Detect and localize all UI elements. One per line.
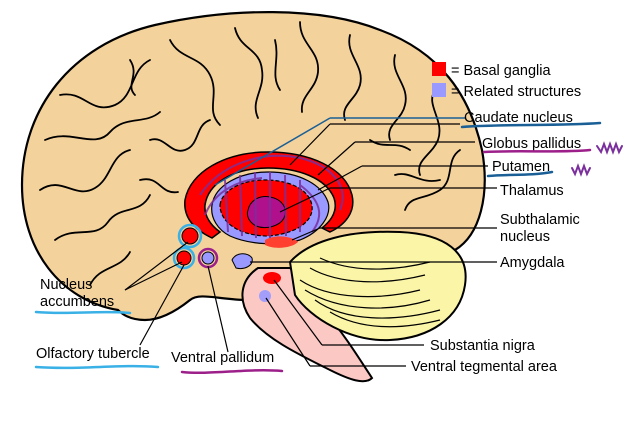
label-amygdala: Amygdala [500, 255, 565, 271]
substantia-nigra-shape [263, 272, 281, 284]
ventral-tegmental-area-shape [259, 290, 271, 302]
leader-lines [124, 123, 497, 367]
amygdala-shape [231, 253, 253, 269]
cerebellum [288, 230, 467, 342]
label-caudate-nucleus: Caudate nucleus [464, 110, 573, 126]
subthalamic-nucleus-shape [265, 236, 298, 248]
caudate-nucleus-shape [184, 151, 354, 239]
label-olfactory-tubercle: Olfactory tubercle [36, 346, 150, 362]
legend-label-basal-ganglia: = Basal ganglia [451, 63, 551, 79]
thalamus-shape [246, 196, 286, 229]
label-putamen: Putamen [492, 159, 550, 175]
gyri-lines [39, 21, 461, 286]
label-nucleus-accumbens-1: Nucleus [40, 277, 92, 293]
annotation-scribble-marks [571, 141, 623, 177]
label-substantia-nigra: Substantia nigra [430, 338, 536, 354]
label-subthalamic-nucleus-1: Subthalamic [500, 212, 580, 228]
label-nucleus-accumbens-2: accumbens [40, 294, 114, 310]
label-thalamus: Thalamus [500, 183, 564, 199]
annotation-underlines [34, 121, 602, 375]
annotation-blue-caudate [214, 117, 465, 186]
legend-swatch-basal-ganglia [432, 62, 446, 76]
ventral-striatum-shapes [172, 223, 219, 270]
legend-label-related-structures: = Related structures [451, 84, 581, 100]
label-globus-pallidus: Globus pallidus [482, 136, 581, 152]
legend-swatch-related-structures [432, 83, 446, 97]
label-subthalamic-nucleus-2: nucleus [500, 229, 550, 245]
label-ventral-pallidum: Ventral pallidum [171, 350, 274, 366]
label-ventral-tegmental-area: Ventral tegmental area [411, 359, 558, 375]
